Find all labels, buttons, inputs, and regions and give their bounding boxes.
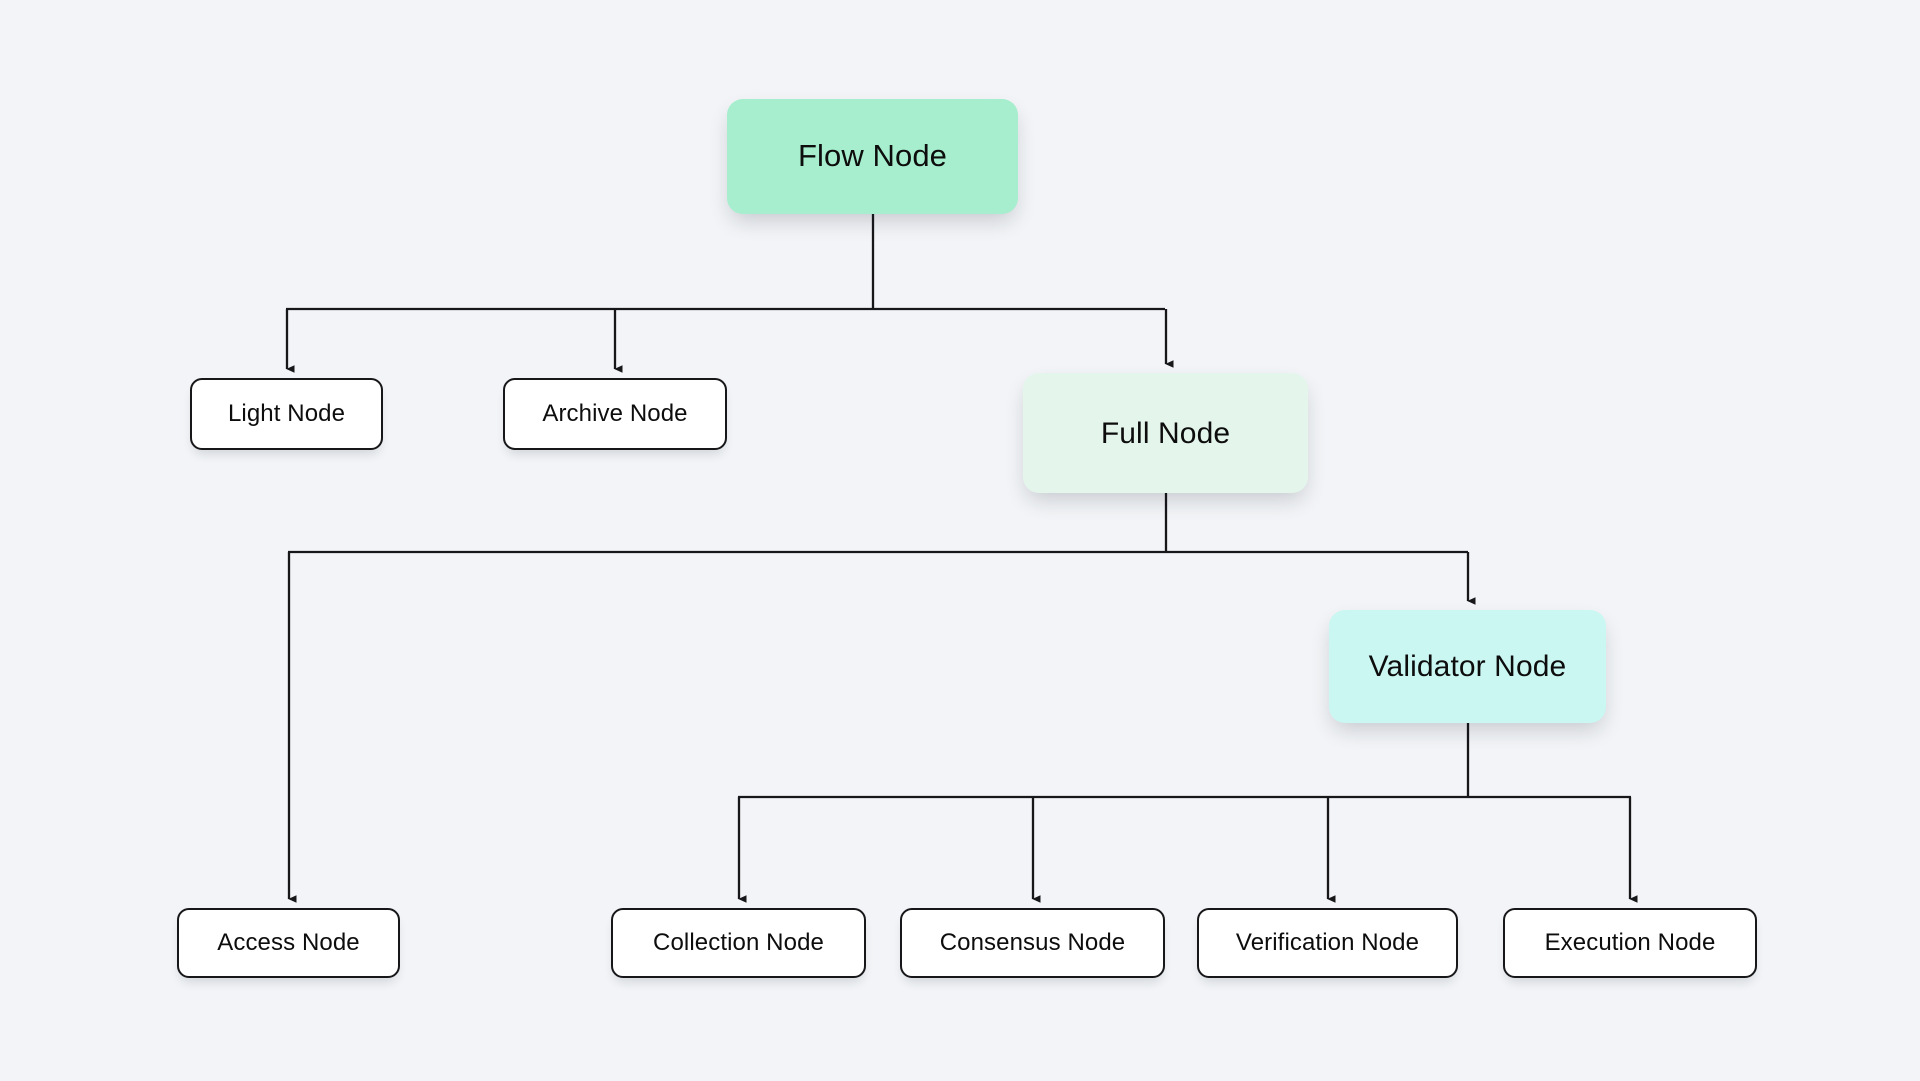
node-label: Consensus Node (939, 928, 1126, 956)
node-label: Execution Node (1544, 928, 1716, 956)
node-label: Full Node (1100, 416, 1231, 450)
node-flow-node[interactable]: Flow Node (727, 99, 1018, 214)
node-full-node[interactable]: Full Node (1023, 373, 1308, 493)
node-access-node[interactable]: Access Node (177, 908, 400, 978)
node-label: Flow Node (797, 138, 948, 174)
node-label: Verification Node (1235, 928, 1420, 956)
node-collection-node[interactable]: Collection Node (611, 908, 866, 978)
node-label: Validator Node (1368, 650, 1567, 683)
node-label: Archive Node (542, 399, 688, 427)
node-label: Collection Node (653, 928, 824, 956)
node-light-node[interactable]: Light Node (190, 378, 383, 450)
node-verification-node[interactable]: Verification Node (1197, 908, 1458, 978)
node-label: Light Node (227, 399, 346, 427)
node-execution-node[interactable]: Execution Node (1503, 908, 1757, 978)
node-archive-node[interactable]: Archive Node (503, 378, 727, 450)
node-consensus-node[interactable]: Consensus Node (900, 908, 1165, 978)
node-validator-node[interactable]: Validator Node (1329, 610, 1606, 723)
node-label: Access Node (217, 928, 360, 956)
